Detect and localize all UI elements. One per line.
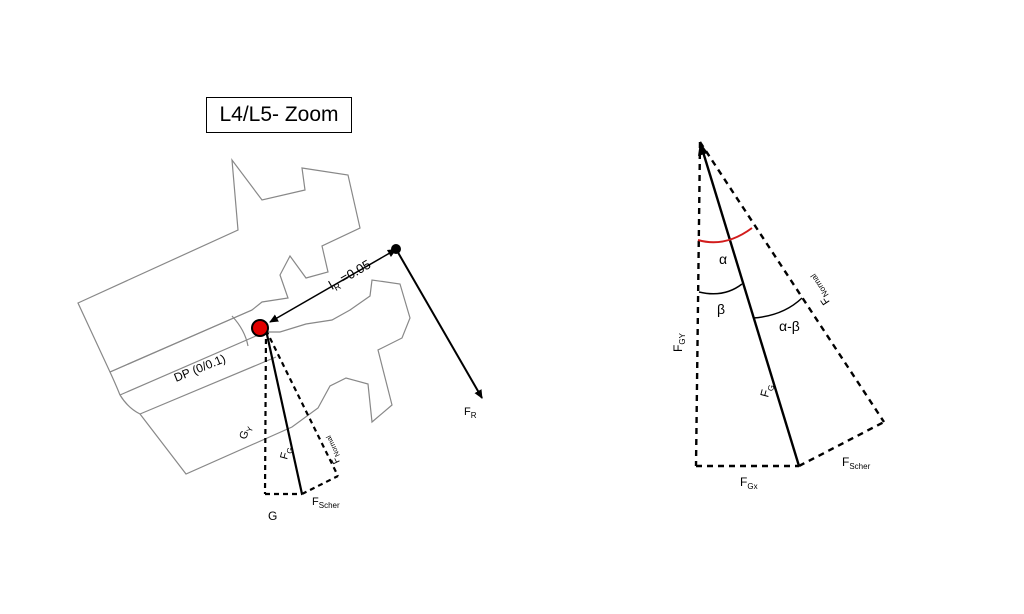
- upper-vertebra-outline: [77, 157, 361, 373]
- apex-arrowhead: [698, 142, 708, 156]
- fgy-dashed-line: [694, 141, 702, 467]
- g-label: G: [268, 509, 277, 523]
- dp-label: DP (0/0.1): [172, 351, 228, 384]
- disc-band: [109, 309, 266, 396]
- fgy-label: FGY: [671, 332, 687, 352]
- fr-arrow: [395, 248, 483, 399]
- small-force-triangle: [263, 329, 339, 496]
- fscher-dashed-line: [301, 475, 339, 495]
- fscher-label-small: FScher: [312, 496, 340, 510]
- large-force-triangle: [694, 141, 886, 468]
- diagram-title: L4/L5- Zoom: [206, 97, 352, 133]
- fgx-label: FGx: [740, 475, 758, 491]
- beta-arc: [698, 283, 743, 295]
- alpha-minus-beta-arc: [752, 297, 803, 319]
- fg-label-large: FG: [757, 382, 776, 399]
- fscher-label-large: FScher: [842, 455, 871, 471]
- fnormal-dashed-line-large: [698, 141, 886, 423]
- alpha-arc: [697, 227, 753, 244]
- fnormal-dashed-line: [265, 329, 339, 477]
- gy-label: GY: [237, 423, 255, 441]
- disc-curve: [231, 315, 249, 347]
- alpha-minus-beta-label: α-β: [779, 318, 800, 334]
- lever-arm-arrow: [269, 249, 397, 323]
- fnormal-label-small: FNormal: [320, 434, 344, 466]
- lower-edge: [139, 356, 277, 415]
- fr-label: FR: [464, 406, 477, 420]
- fg-solid-line: [264, 329, 304, 495]
- fnormal-label-large: FNormal: [805, 272, 835, 307]
- fg-label-small: FG: [278, 445, 295, 461]
- pivot-point: [251, 319, 269, 337]
- gy-dashed-line: [263, 329, 268, 495]
- alpha-label: α: [719, 251, 727, 267]
- fscher-dashed-line-large: [798, 420, 885, 468]
- vertebra-sketch: [77, 157, 411, 475]
- fg-solid-line-large: [698, 141, 801, 467]
- beta-label: β: [717, 301, 725, 317]
- lever-arm-label: lR =0.05: [326, 257, 374, 295]
